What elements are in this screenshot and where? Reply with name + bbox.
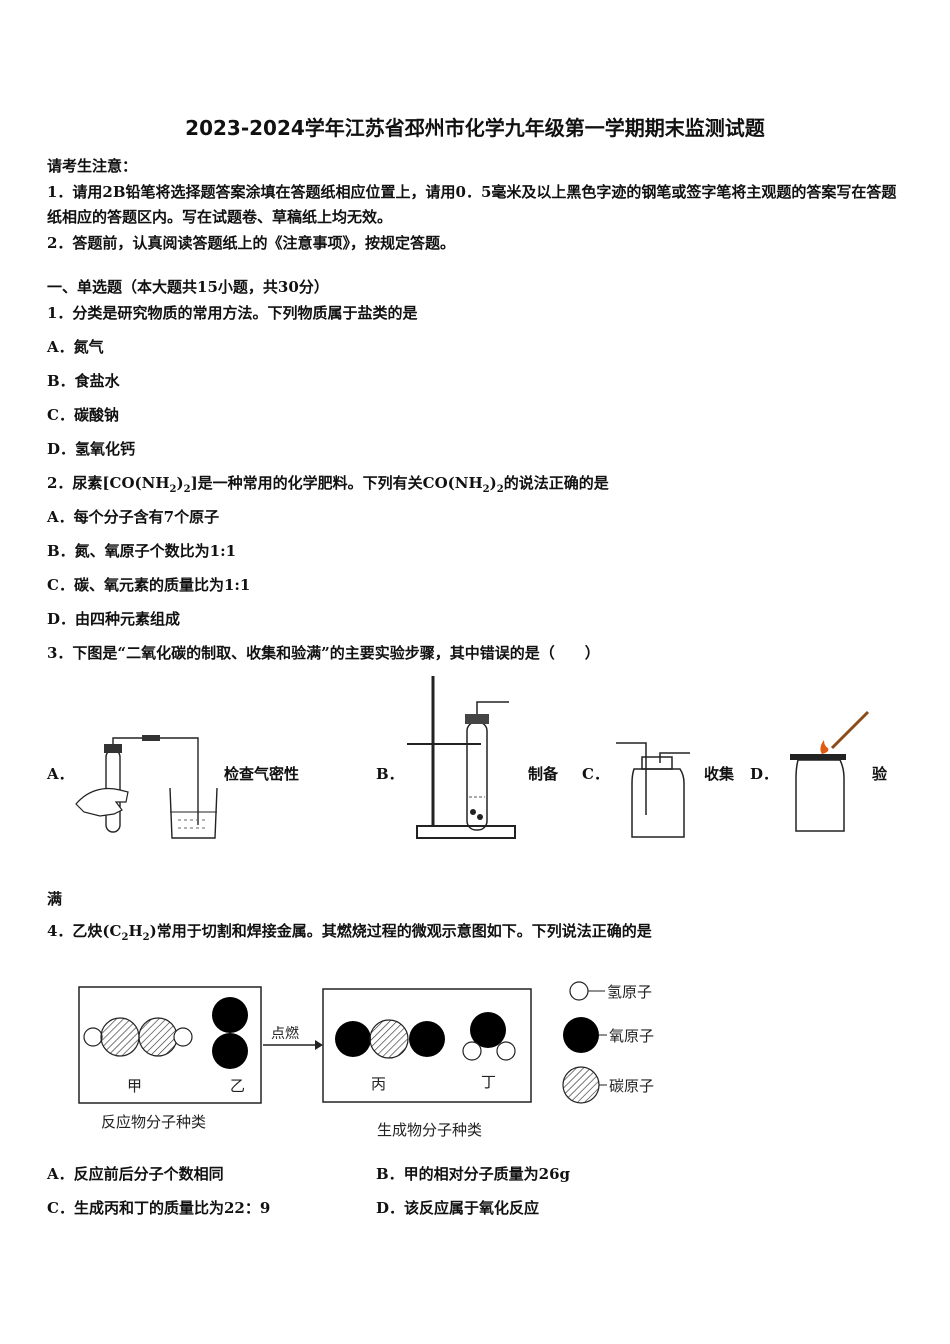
carbon-atom: [369, 1019, 409, 1059]
label-jia: 甲: [127, 1077, 142, 1095]
caption-reactants: 反应物分子种类: [101, 1113, 206, 1131]
q4-option-c: C．生成丙和丁的质量比为22：9: [47, 1199, 271, 1217]
q4-option-a: A．反应前后分子个数相同: [47, 1165, 224, 1183]
q4-option-d: D．该反应属于氧化反应: [376, 1199, 540, 1217]
oxygen-atom: [470, 1012, 506, 1048]
legend-hydrogen: 氢原子: [607, 983, 652, 1001]
q4-option-b: B．甲的相对分子质量为26g: [376, 1165, 571, 1183]
notice-heading: 请考生注意：: [47, 157, 138, 175]
carbon-atom: [138, 1017, 178, 1057]
q3-caption-d: 验: [872, 765, 888, 783]
legend-carbon: 碳原子: [609, 1077, 654, 1095]
hydrogen-atom: [83, 1027, 103, 1047]
q3-caption-c: 收集: [704, 765, 735, 783]
collection-apparatus-figure: [616, 742, 690, 838]
legend-oxygen: 氧原子: [609, 1027, 654, 1045]
hydrogen-atom: [462, 1041, 482, 1061]
reactant-box: [78, 986, 262, 1104]
label-yi: 乙: [230, 1077, 245, 1095]
q1-option-d: D．氢氧化钙: [47, 440, 136, 458]
q1-option-a: A．氮气: [47, 338, 104, 356]
label-ding: 丁: [481, 1073, 496, 1091]
label-bing: 丙: [371, 1075, 386, 1093]
section-heading: 一、单选题（本大题共15小题，共30分）: [47, 278, 329, 296]
notice-block: 请考生注意： 1．请用2B铅笔将选择题答案涂填在答题纸相应位置上，请用0．5毫米…: [47, 154, 907, 256]
product-box: [322, 988, 532, 1103]
page-title: 2023-2024学年江苏省邳州市化学九年级第一学期期末监测试题: [185, 116, 765, 140]
q1-option-c: C．碳酸钠: [47, 406, 119, 424]
q2-stem: 2．尿素[CO(NH2)2]是一种常用的化学肥料。下列有关CO(NH2)2的说法…: [47, 474, 609, 495]
legend-carbon-icon: [562, 1066, 600, 1104]
arrow-label: 点燃: [271, 1025, 299, 1042]
legend-hydrogen-icon: [569, 981, 589, 1001]
oxygen-atom: [409, 1021, 445, 1057]
caption-products: 生成物分子种类: [377, 1121, 482, 1139]
airtightness-check-figure: [75, 735, 218, 839]
q1-option-b: B．食盐水: [47, 372, 120, 390]
q3-label-c: C．: [582, 765, 609, 783]
hydrogen-atom: [173, 1027, 193, 1047]
q2-option-c: C．碳、氧元素的质量比为1:1: [47, 576, 251, 594]
q1-stem: 1．分类是研究物质的常用方法。下列物质属于盐类的是: [47, 304, 418, 322]
legend-oxygen-icon: [563, 1017, 599, 1053]
q3-caption-d-cont: 满: [47, 890, 63, 908]
q4-stem: 4．乙炔(C2H2)常用于切割和焊接金属。其燃烧过程的微观示意图如下。下列说法正…: [47, 922, 652, 943]
q3-label-a: A．: [47, 765, 74, 783]
notice-item-1: 1．请用2B铅笔将选择题答案涂填在答题纸相应位置上，请用0．5毫米及以上黑色字迹…: [47, 182, 897, 227]
oxygen-atom: [335, 1021, 371, 1057]
q2-option-a: A．每个分子含有7个原子: [47, 508, 220, 526]
q3-label-b: B．: [376, 765, 404, 783]
q3-caption-b: 制备: [528, 765, 559, 783]
hydrogen-atom: [496, 1041, 516, 1061]
oxygen-atom: [212, 997, 248, 1033]
notice-item-2: 2．答题前，认真阅读答题纸上的《注意事项》，按规定答题。: [47, 233, 455, 252]
oxygen-atom: [212, 1033, 248, 1069]
q3-stem: 3．下图是“二氧化碳的制取、收集和验满”的主要实验步骤，其中错误的是（ ）: [47, 644, 600, 662]
preparation-apparatus-figure: [407, 676, 516, 839]
q3-caption-a: 检查气密性: [224, 765, 300, 783]
combustion-molecular-diagram: 甲 乙 反应物分子种类 点燃 丙 丁 生成物分子种类 氢原子 氧原子 碳原子: [78, 981, 654, 1139]
carbon-atom: [100, 1017, 140, 1057]
q2-option-d: D．由四种元素组成: [47, 610, 181, 628]
q3-label-d: D．: [750, 765, 779, 783]
q2-option-b: B．氮、氧原子个数比为1:1: [47, 542, 237, 560]
full-check-apparatus-figure: [790, 710, 870, 832]
